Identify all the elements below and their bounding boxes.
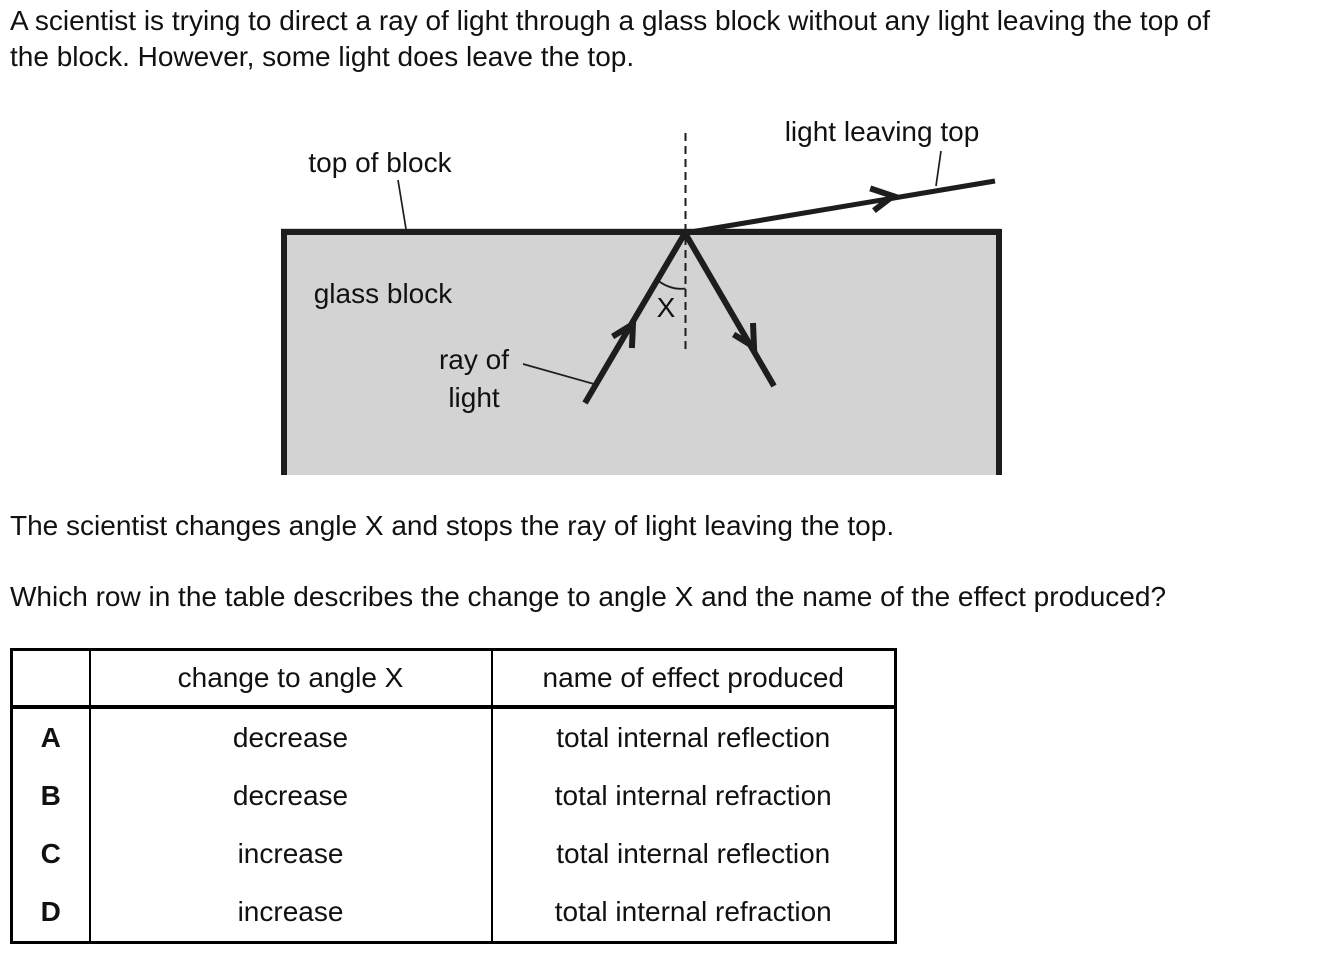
header-name-of-effect: name of effect produced xyxy=(490,649,897,709)
glass-block xyxy=(281,228,1001,475)
glass-block-border xyxy=(281,229,1002,475)
option-letter: D xyxy=(10,883,91,943)
reflected-ray xyxy=(682,231,777,388)
answer-row-a: A decrease total internal reflection xyxy=(10,707,897,767)
answer-table: change to angle X name of effect produce… xyxy=(10,648,897,944)
light-leaving-top-label: light leaving top xyxy=(785,116,980,147)
top-of-block-label: top of block xyxy=(308,147,452,178)
option-effect: total internal reflection xyxy=(490,707,897,767)
option-change: decrease xyxy=(88,707,493,767)
option-change: decrease xyxy=(88,767,493,825)
question-middle-text: The scientist changes angle X and stops … xyxy=(10,510,895,541)
top-of-block-leader-line xyxy=(397,179,407,230)
option-letter: C xyxy=(10,825,91,883)
header-blank-cell xyxy=(10,649,91,709)
answer-table-header-row: change to angle X name of effect produce… xyxy=(10,649,897,709)
reflected-ray-arrowhead xyxy=(732,322,758,353)
answer-row-b: B decrease total internal refraction xyxy=(10,767,897,825)
glass-block-label: glass block xyxy=(314,278,454,309)
incident-ray-arrowhead xyxy=(611,318,637,349)
ray-of-light-label-line2: light xyxy=(448,382,500,413)
light-leaving-top-leader-line xyxy=(935,150,942,187)
angle-x-label: X xyxy=(657,292,676,323)
question-intro-text: A scientist is trying to direct a ray of… xyxy=(10,5,1210,72)
ray-of-light-leader-line xyxy=(522,363,595,385)
option-effect: total internal reflection xyxy=(490,825,897,883)
ray-of-light-label-line1: ray of xyxy=(439,344,509,375)
refracted-ray xyxy=(684,178,996,236)
ray-diagram: top of block light leaving top glass blo… xyxy=(281,116,1002,475)
header-change-to-angle-x: change to angle X xyxy=(88,649,493,709)
option-change: increase xyxy=(88,825,493,883)
angle-arc xyxy=(656,279,686,290)
option-effect: total internal refraction xyxy=(490,883,897,943)
option-effect: total internal refraction xyxy=(490,767,897,825)
question-prompt-text: Which row in the table describes the cha… xyxy=(10,581,1167,612)
option-letter: A xyxy=(10,707,91,767)
option-change: increase xyxy=(88,883,493,943)
answer-row-d: D increase total internal refraction xyxy=(10,883,897,943)
incident-ray xyxy=(582,231,688,405)
answer-row-c: C increase total internal reflection xyxy=(10,825,897,883)
option-letter: B xyxy=(10,767,91,825)
refracted-ray-arrowhead xyxy=(869,185,900,213)
